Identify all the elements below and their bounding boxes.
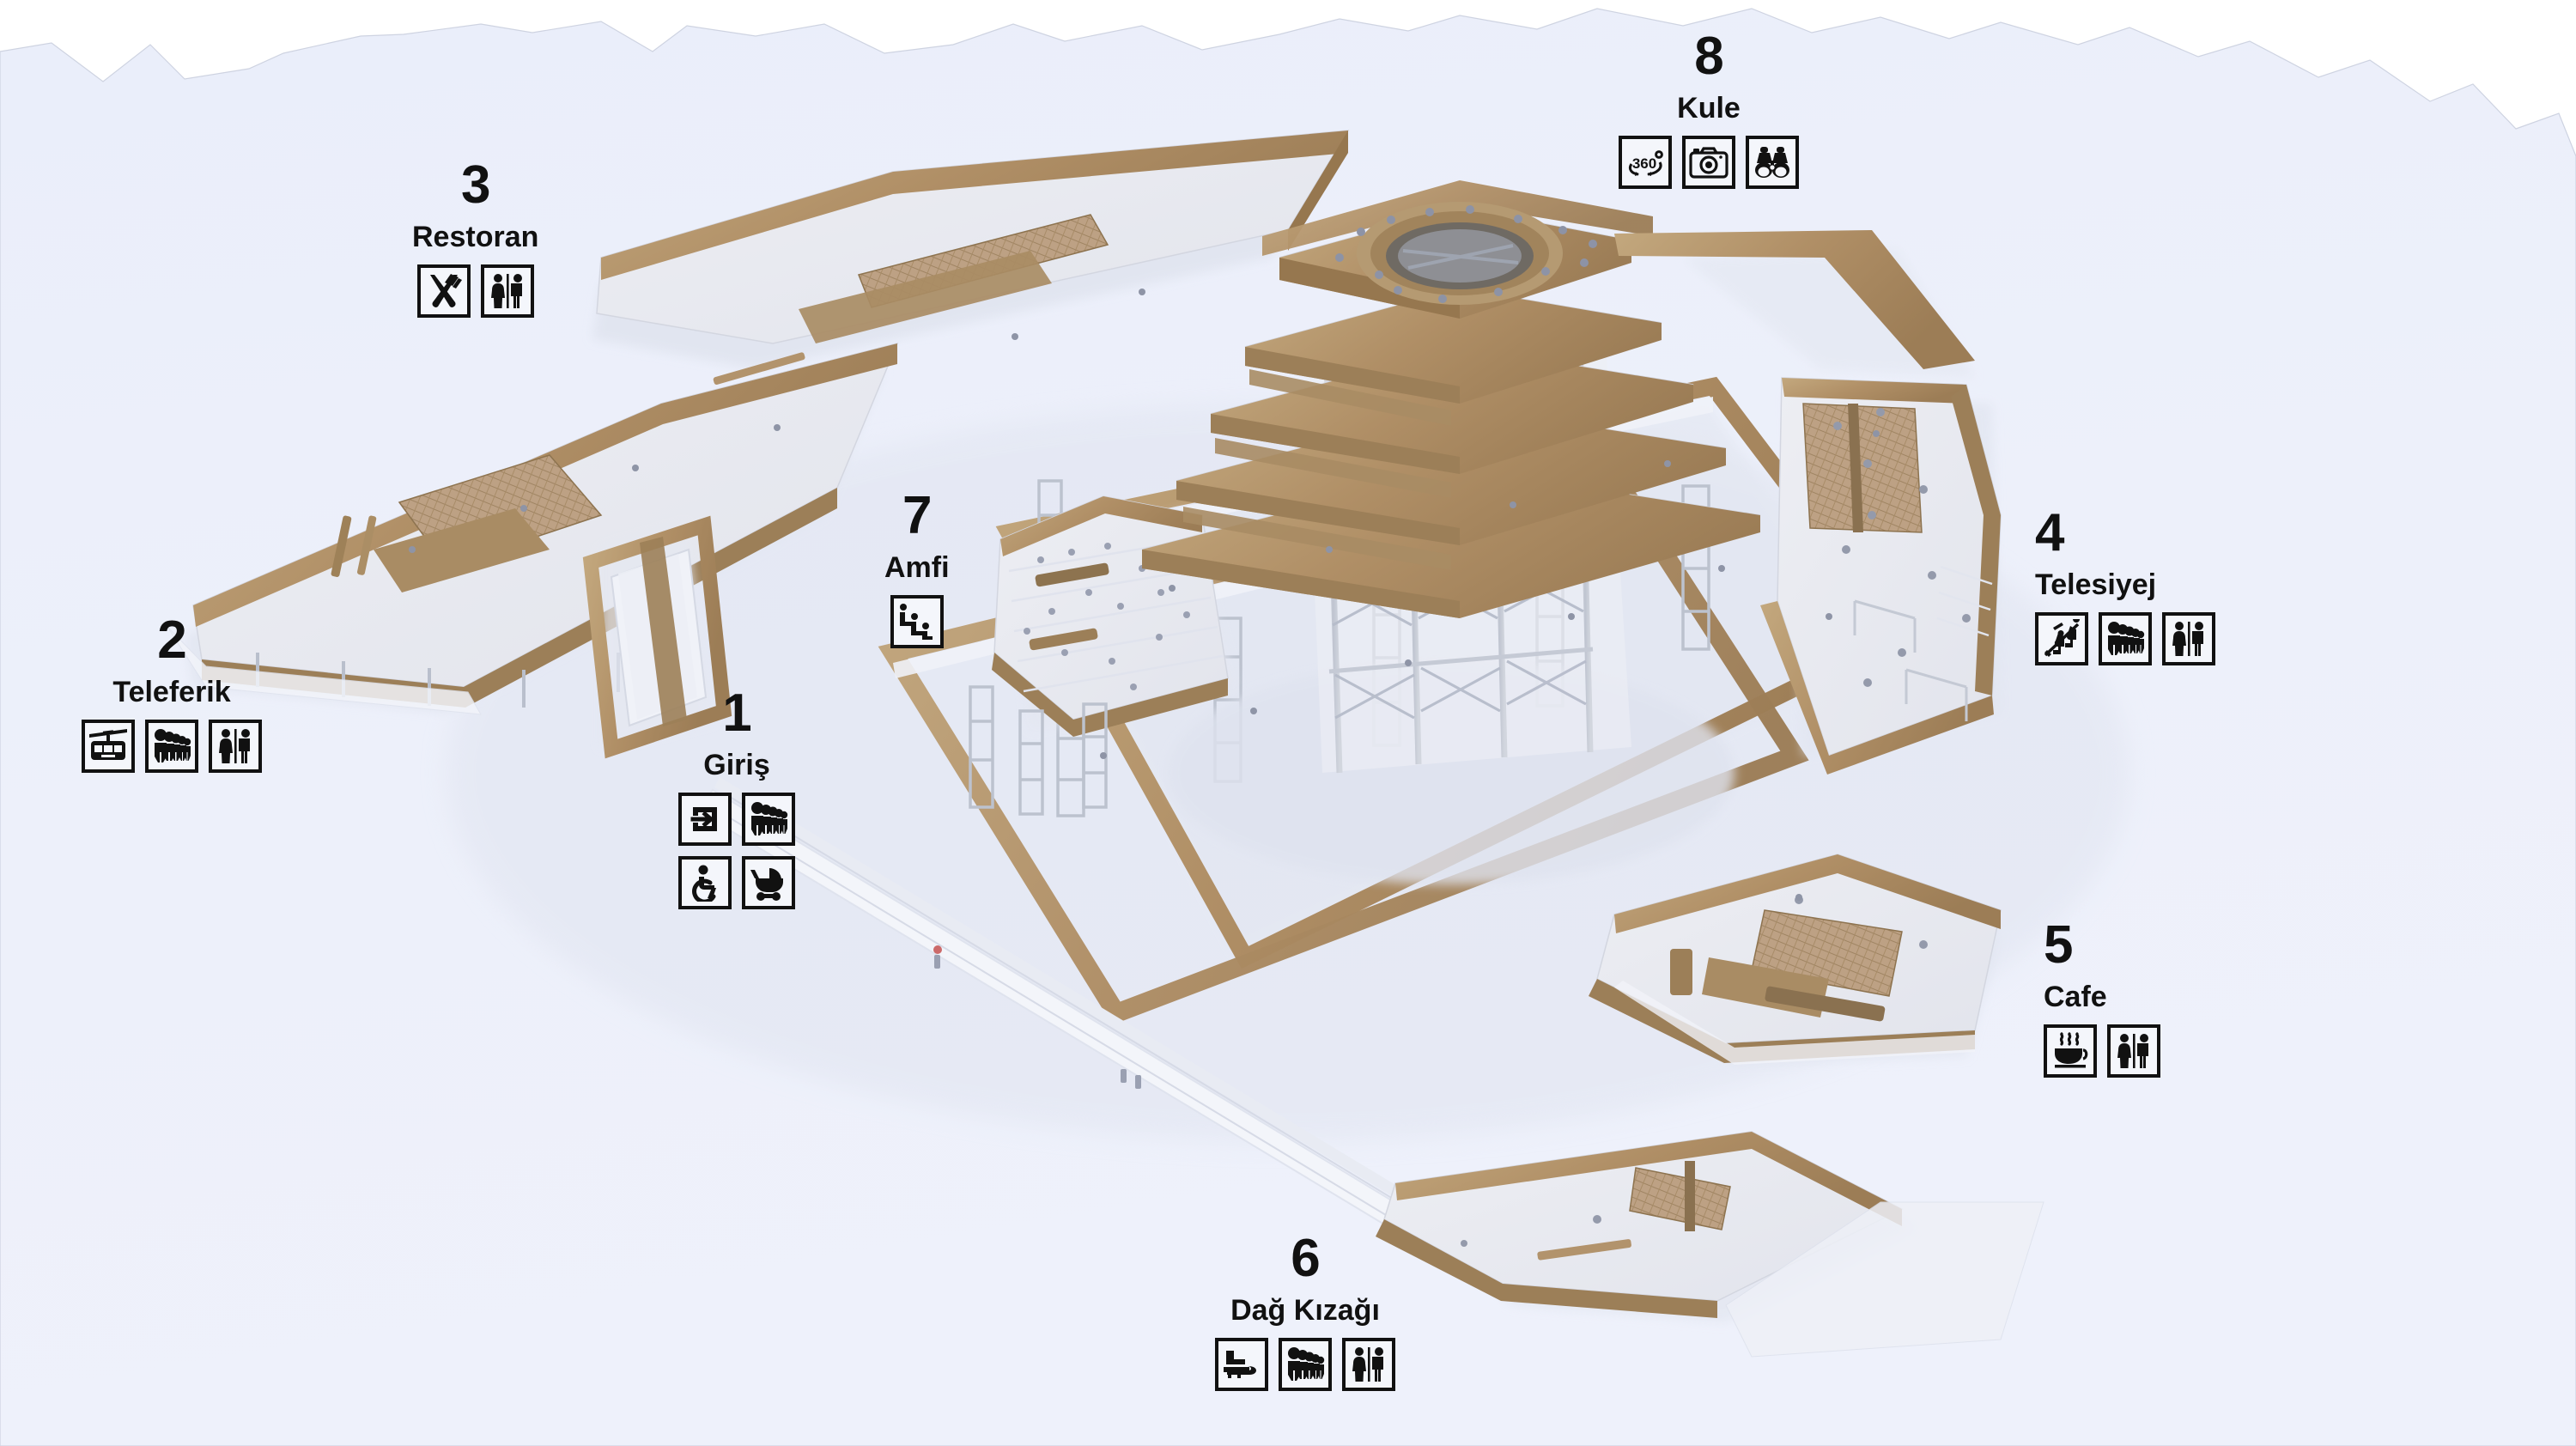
restroom-icon[interactable] <box>2107 1024 2160 1078</box>
chairlift-icon[interactable] <box>2035 612 2088 666</box>
marker-label: Teleferik <box>112 676 231 708</box>
cable-car-icon[interactable] <box>82 720 135 774</box>
marker-telesiyej[interactable]: 4 Telesiyej <box>2035 503 2215 666</box>
marker-giris[interactable]: 1 Giriş <box>678 684 795 910</box>
marker-number: 6 <box>1291 1229 1320 1288</box>
marker-icon-row <box>890 595 944 649</box>
amfi-deck <box>992 495 1236 816</box>
marker-label: Giriş <box>703 749 770 781</box>
tower-deck-level-4 <box>1244 288 1662 404</box>
svg-text:360: 360 <box>1632 155 1656 172</box>
amphitheatre-icon[interactable] <box>890 595 944 649</box>
marker-teleferik[interactable]: 2 Teleferik <box>82 611 262 774</box>
panorama-360-icon[interactable]: 360 <box>1619 136 1672 190</box>
camera-icon[interactable] <box>1682 136 1735 190</box>
restroom-icon[interactable] <box>209 720 262 774</box>
entrance-arrow-icon[interactable] <box>678 793 732 847</box>
marker-label: Telesiyej <box>2035 568 2157 601</box>
binoculars-icon[interactable] <box>1746 136 1799 190</box>
marker-label: Restoran <box>412 221 539 253</box>
restroom-icon[interactable] <box>480 264 534 319</box>
observation-tower <box>1141 180 1761 884</box>
marker-icon-row: 360 <box>1619 136 1799 190</box>
teleferik-deck <box>167 342 899 715</box>
marker-icon-row <box>678 793 795 910</box>
crowd-icon[interactable] <box>1279 1338 1332 1392</box>
marker-number: 3 <box>460 155 490 215</box>
restroom-icon[interactable] <box>2162 612 2215 666</box>
marker-label: Dağ Kızağı <box>1230 1294 1380 1327</box>
coffee-cup-icon[interactable] <box>2044 1024 2097 1078</box>
restroom-icon[interactable] <box>1342 1338 1395 1392</box>
crowd-icon[interactable] <box>145 720 198 774</box>
marker-label: Cafe <box>2044 981 2107 1013</box>
marker-number: 4 <box>2035 503 2064 562</box>
cafe-deck <box>1589 854 2002 1065</box>
marker-icon-row <box>2035 612 2215 666</box>
sled-icon[interactable] <box>1215 1338 1268 1392</box>
crowd-icon[interactable] <box>742 793 795 847</box>
tower-top-deck <box>1262 180 1653 319</box>
marker-number: 7 <box>902 486 932 545</box>
marker-restoran[interactable]: 3 Restoran <box>412 155 539 319</box>
giris-loop <box>582 515 732 759</box>
marker-number: 8 <box>1694 27 1723 86</box>
wheelchair-icon[interactable] <box>678 856 732 910</box>
telesiyej-deck <box>1760 377 2002 775</box>
marker-kule[interactable]: 8 Kule 360 <box>1619 27 1799 190</box>
marker-amfi[interactable]: 7 Amfi <box>884 486 950 649</box>
marker-number: 5 <box>2044 915 2073 975</box>
marker-cafe[interactable]: 5 Cafe <box>2044 919 2160 1078</box>
cutlery-icon[interactable] <box>416 264 471 319</box>
ne-walkway <box>1614 230 1975 378</box>
dag-kizagi-deck <box>1376 1131 2044 1358</box>
marker-dag-kizagi[interactable]: 6 Dağ Kızağı <box>1215 1229 1395 1392</box>
marker-number: 1 <box>722 684 751 743</box>
crowd-icon[interactable] <box>2099 612 2152 666</box>
marker-label: Kule <box>1677 92 1741 125</box>
stroller-icon[interactable] <box>742 856 795 910</box>
marker-icon-row <box>1215 1338 1395 1392</box>
marker-icon-row <box>416 264 534 319</box>
marker-label: Amfi <box>884 551 950 584</box>
marker-icon-row <box>82 720 262 774</box>
marker-number: 2 <box>157 611 186 670</box>
marker-icon-row <box>2044 1024 2160 1078</box>
people-dots <box>409 289 1880 901</box>
